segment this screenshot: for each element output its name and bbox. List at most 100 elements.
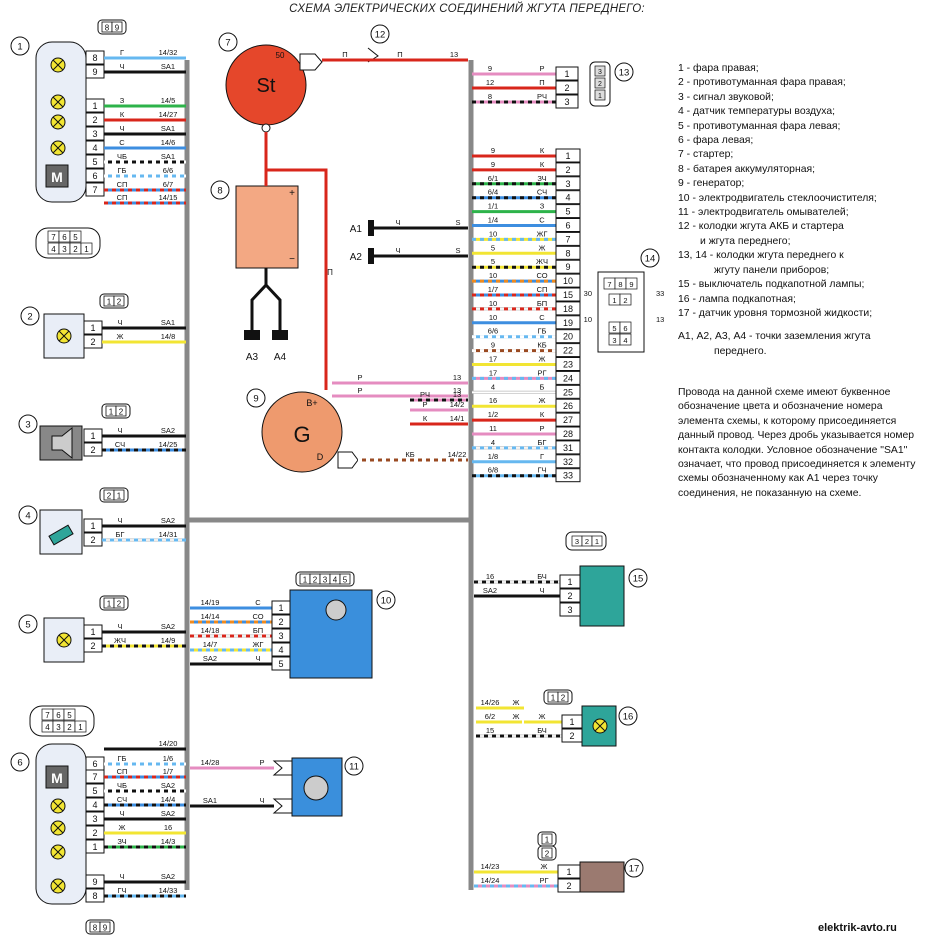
callout-circle — [18, 505, 38, 525]
plug-pin: 1 — [117, 492, 122, 501]
plug-pin: 1 — [303, 576, 308, 585]
wire-label: SA2 — [161, 809, 175, 818]
ground-label: А4 — [274, 352, 287, 363]
wire-label: К — [120, 110, 125, 119]
wire-label: ЗЧ — [117, 837, 126, 846]
switch-body — [579, 565, 625, 627]
wire-label: S — [455, 218, 460, 227]
pin-number: 5 — [278, 659, 283, 669]
wire-label: 8 — [488, 92, 492, 101]
wire-label: Ж — [539, 355, 546, 364]
ground-A4 — [272, 330, 288, 340]
face-pin: 8 — [618, 280, 622, 289]
wire-label: Ч — [118, 622, 123, 631]
legend-item: 5 - противотуманная фара левая; — [678, 120, 841, 132]
thermistor-icon — [48, 524, 74, 546]
wire-label: SA1 — [161, 152, 175, 161]
wire-label: 1/8 — [488, 452, 498, 461]
wire-label: Ч — [396, 246, 401, 255]
legend-item: 15 - выключатель подкапотной лампы; — [678, 279, 865, 291]
pin-number: 3 — [92, 814, 97, 824]
gen-terminal: B+ — [306, 398, 317, 408]
plug-cell — [113, 597, 125, 609]
wire-label: ГЧ — [537, 466, 546, 475]
legend-item: 9 - генератор; — [678, 178, 745, 190]
washer-terminal — [272, 760, 293, 776]
wire-label: С — [255, 598, 261, 607]
wire-label: 14/15 — [159, 193, 178, 202]
pin-number: 18 — [563, 304, 573, 314]
wire-label: СЧ — [115, 440, 125, 449]
face-pin: 1 — [612, 296, 616, 305]
lamp-cross — [594, 720, 606, 732]
callout-number: 13 — [619, 68, 630, 79]
generator-icon — [261, 391, 343, 473]
wire-label: Р — [539, 64, 544, 73]
lamp-cross — [58, 330, 70, 342]
pin-number: 15 — [563, 290, 573, 300]
pin-cell — [555, 148, 581, 163]
battery-gen-wire — [264, 168, 328, 390]
plug-cell — [557, 691, 569, 703]
wire-label: SA2 — [161, 622, 175, 631]
pin-number: 4 — [92, 143, 97, 153]
wire-label: 16 — [164, 823, 172, 832]
face-cell — [625, 277, 638, 290]
wire-label: 10 — [489, 299, 497, 308]
ground-note-cont: переднего. — [714, 345, 767, 357]
wire-label: ГБ — [118, 166, 127, 175]
wire-label: 14/22 — [448, 450, 467, 459]
wire-label: SA1 — [161, 62, 175, 71]
wire-label: Г — [120, 48, 124, 57]
plug-pin: 1 — [551, 694, 556, 703]
callout-circle — [20, 306, 40, 326]
pin-cell — [555, 357, 581, 371]
pin-number: 6 — [92, 759, 97, 769]
motor-icon — [45, 765, 69, 789]
wire-label: 14/25 — [159, 440, 178, 449]
pin-number: 5 — [565, 207, 570, 217]
face-pin: 3 — [575, 537, 579, 546]
wire-label: Ч — [120, 62, 125, 71]
lamp-cross — [52, 142, 64, 154]
wire-label: 9 — [491, 146, 495, 155]
face-cell — [69, 230, 82, 243]
pin-cell — [271, 600, 291, 615]
face-side-label: 13 — [656, 315, 664, 324]
wire-label: РЧ — [537, 92, 547, 101]
battery-icon — [235, 185, 299, 269]
plug-pin: 1 — [109, 408, 114, 417]
pin-number: 1 — [90, 521, 95, 531]
wire-label: Ч — [396, 218, 401, 227]
callout-circle — [628, 568, 648, 588]
wire-label: 10 — [489, 229, 497, 238]
legend-item: жгуту панели приборов; — [714, 264, 830, 276]
pin-number: 22 — [563, 346, 573, 356]
starter-terminal-bottom — [261, 123, 271, 133]
pin-number: 8 — [92, 891, 97, 901]
callout-number: 16 — [623, 712, 634, 723]
pin-number: 3 — [278, 631, 283, 641]
lamp-cross — [52, 846, 64, 858]
pin-cell — [555, 287, 581, 302]
wire-label: ЖЧ — [536, 257, 548, 266]
callout-number: 5 — [25, 620, 30, 631]
legend-item: и жгута переднего; — [700, 235, 791, 247]
pin-number: 6 — [92, 171, 97, 181]
pin-cell — [555, 176, 581, 191]
pin-number: 1 — [567, 577, 572, 587]
wire-label: 14/14 — [201, 612, 220, 621]
wire-label: СП — [117, 193, 128, 202]
face-side-label: 10 — [584, 315, 592, 324]
pin-number: 1 — [90, 431, 95, 441]
wire-label: К — [540, 410, 545, 419]
battery-plus: + — [289, 188, 295, 199]
face-cell — [619, 321, 632, 334]
face-pin: 2 — [623, 296, 627, 305]
starter-symbol: St — [257, 75, 276, 97]
gen-d-terminal — [337, 451, 359, 469]
face-cell — [63, 708, 76, 721]
ground-label: А1 — [350, 224, 363, 235]
wire-label: Г — [540, 452, 544, 461]
wire-label: Ч — [118, 516, 123, 525]
